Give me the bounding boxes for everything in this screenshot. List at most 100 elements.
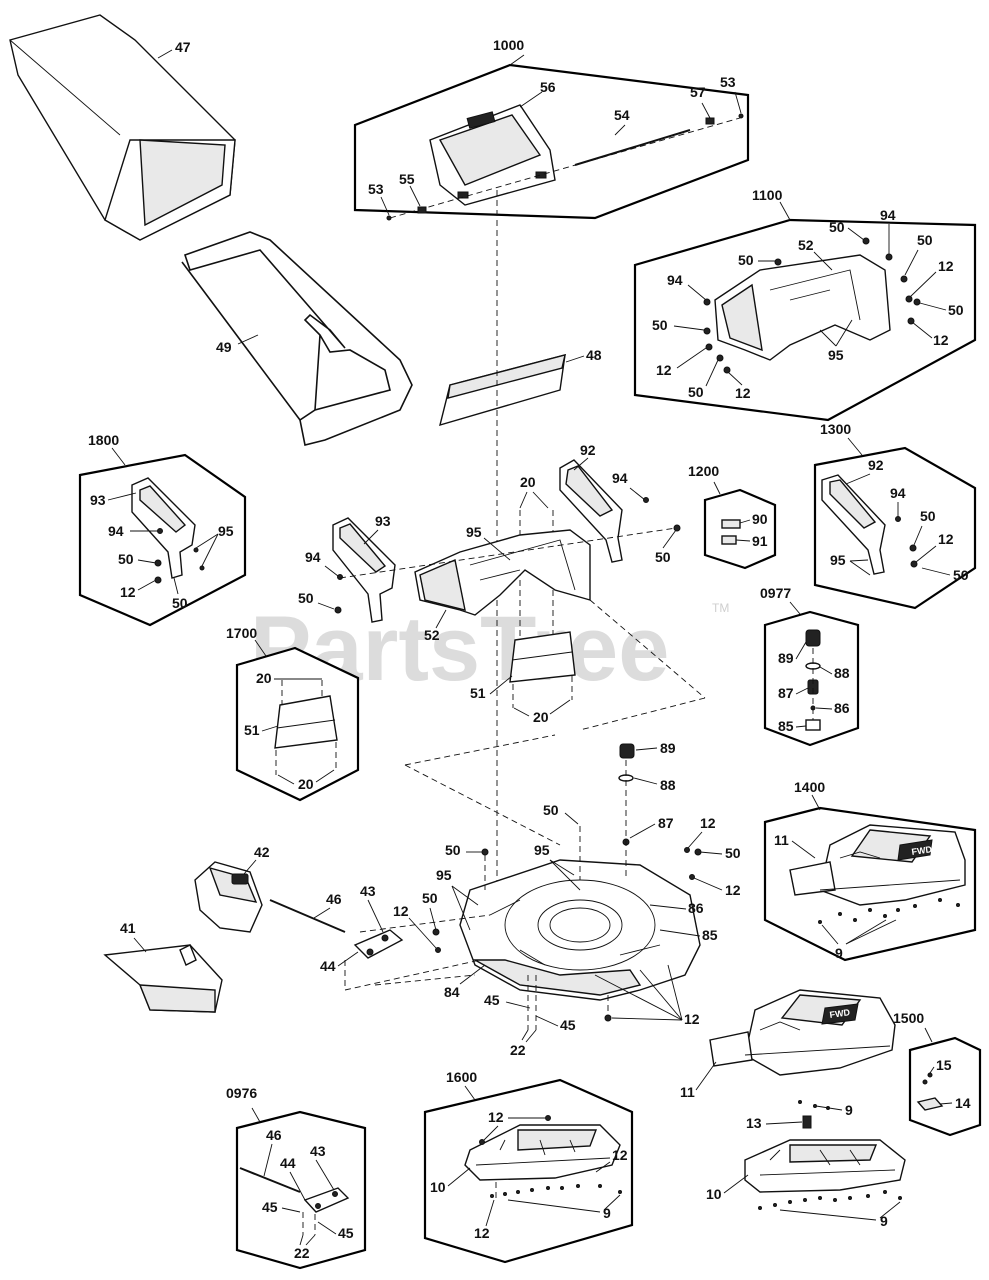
side-plate-1800 <box>131 477 196 579</box>
label-1600-12c: 12 <box>474 1225 490 1241</box>
label-m-95a: 95 <box>534 842 550 858</box>
side-plate-93 <box>332 517 396 623</box>
label-m-50d: 50 <box>422 890 438 906</box>
label-1500-15: 15 <box>936 1057 952 1073</box>
label-m-84: 84 <box>444 984 460 1000</box>
label-1400-9: 9 <box>835 945 843 961</box>
label-0977-88: 88 <box>834 665 850 681</box>
flap-part-41 <box>103 944 223 1013</box>
label-53-left: 53 <box>368 181 384 197</box>
label-0977-89: 89 <box>778 650 794 666</box>
label-m-50c: 50 <box>445 842 461 858</box>
drive-cover-part-11 <box>789 824 966 906</box>
side-plate-1300 <box>821 474 886 575</box>
label-m-95b: 95 <box>436 867 452 883</box>
label-c-50a: 50 <box>298 590 314 606</box>
label-42: 42 <box>254 844 270 860</box>
group-label-1600: 1600 <box>446 1069 477 1085</box>
watermark-tm: TM <box>712 601 729 615</box>
group-label-1500: 1500 <box>893 1010 924 1026</box>
label-49: 49 <box>216 339 232 355</box>
label-1400-11: 11 <box>774 832 789 848</box>
grass-bag-part-47 <box>9 14 236 241</box>
label-13: 13 <box>746 1115 762 1131</box>
drive-housing-part-10-b <box>744 1139 906 1193</box>
label-1600-9: 9 <box>603 1205 611 1221</box>
label-c-94b: 94 <box>305 549 321 565</box>
label-1400-fwd: FWD <box>911 844 933 857</box>
label-c-20a: 20 <box>520 474 536 490</box>
label-1800-50a: 50 <box>118 551 134 567</box>
label-1100-50b: 50 <box>738 252 754 268</box>
label-1100-12a: 12 <box>938 258 954 274</box>
drive-housing-part-10 <box>464 1124 621 1181</box>
label-1300-94: 94 <box>890 485 906 501</box>
group-label-0976: 0976 <box>226 1085 257 1101</box>
label-m-87: 87 <box>658 815 674 831</box>
group-label-1400: 1400 <box>794 779 825 795</box>
label-9-c: 9 <box>880 1213 888 1229</box>
label-46: 46 <box>326 891 342 907</box>
label-1300-50a: 50 <box>920 508 936 524</box>
label-m-89: 89 <box>660 740 676 756</box>
group-panel-1300 <box>813 446 977 610</box>
label-c-20b: 20 <box>533 709 549 725</box>
label-m-50b: 50 <box>725 845 741 861</box>
handle-part-56 <box>429 104 556 206</box>
label-c-51: 51 <box>470 685 486 701</box>
label-0976-44: 44 <box>280 1155 296 1171</box>
label-1700-20b: 20 <box>298 776 314 792</box>
label-c-93: 93 <box>375 513 391 529</box>
label-1100-50d: 50 <box>948 302 964 318</box>
label-1300-95: 95 <box>830 552 846 568</box>
label-m-12b: 12 <box>725 882 741 898</box>
label-1100-12d: 12 <box>735 385 751 401</box>
label-48: 48 <box>586 347 602 363</box>
label-44: 44 <box>320 958 336 974</box>
label-m-12a: 12 <box>700 815 716 831</box>
label-57: 57 <box>690 84 706 100</box>
label-1200-91: 91 <box>752 533 768 549</box>
group-label-1200: 1200 <box>688 463 719 479</box>
chute-flap-51 <box>509 631 576 683</box>
drive-cover-part-11-b <box>709 989 896 1076</box>
label-c-92: 92 <box>580 442 596 458</box>
label-1800-93: 93 <box>90 492 106 508</box>
label-11-b: 11 <box>680 1084 695 1100</box>
label-0976-45b: 45 <box>338 1225 354 1241</box>
label-c-50b: 50 <box>655 549 671 565</box>
label-47: 47 <box>175 39 191 55</box>
group-panel-0977 <box>763 610 860 747</box>
label-c-94a: 94 <box>612 470 628 486</box>
label-1200-90: 90 <box>752 511 768 527</box>
label-55: 55 <box>399 171 415 187</box>
label-1300-92: 92 <box>868 457 884 473</box>
label-1800-95: 95 <box>218 523 234 539</box>
label-fwd-2: FWD <box>829 1007 851 1020</box>
group-label-1700: 1700 <box>226 625 257 641</box>
chute-flap-1700 <box>274 695 338 749</box>
label-m-88: 88 <box>660 777 676 793</box>
label-1800-94: 94 <box>108 523 124 539</box>
label-0976-46: 46 <box>266 1127 282 1143</box>
label-1100-94b: 94 <box>667 272 683 288</box>
label-1100-50c: 50 <box>917 232 933 248</box>
label-0977-87: 87 <box>778 685 794 701</box>
group-panel-1500 <box>908 1036 982 1137</box>
label-1100-50e: 50 <box>652 317 668 333</box>
label-1700-51: 51 <box>244 722 260 738</box>
label-10-b: 10 <box>706 1186 722 1202</box>
group-label-1300: 1300 <box>820 421 851 437</box>
chute-housing-52 <box>414 529 591 616</box>
label-1600-10: 10 <box>430 1179 446 1195</box>
plate-part-48 <box>439 354 566 427</box>
label-1100-50a: 50 <box>829 219 845 235</box>
group-label-0977: 0977 <box>760 585 791 601</box>
chute-housing-part-52 <box>714 254 891 361</box>
rear-door-part-42 <box>194 861 263 933</box>
label-c-52: 52 <box>424 627 440 643</box>
label-m-45b: 45 <box>560 1017 576 1033</box>
label-0976-43: 43 <box>310 1143 326 1159</box>
group-panel-0976 <box>235 1110 367 1270</box>
